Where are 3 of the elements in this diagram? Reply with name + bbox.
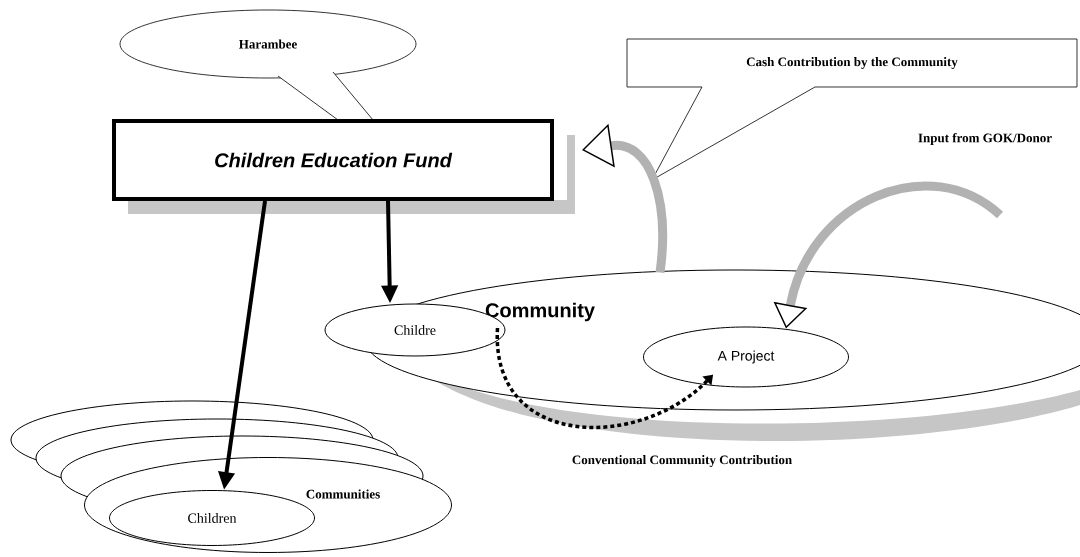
speech-bubble: Harambee (119, 9, 417, 121)
edge-label: Input from GOK/Donor (916, 132, 1054, 146)
edge-label: Conventional Community Contribution (570, 454, 794, 468)
